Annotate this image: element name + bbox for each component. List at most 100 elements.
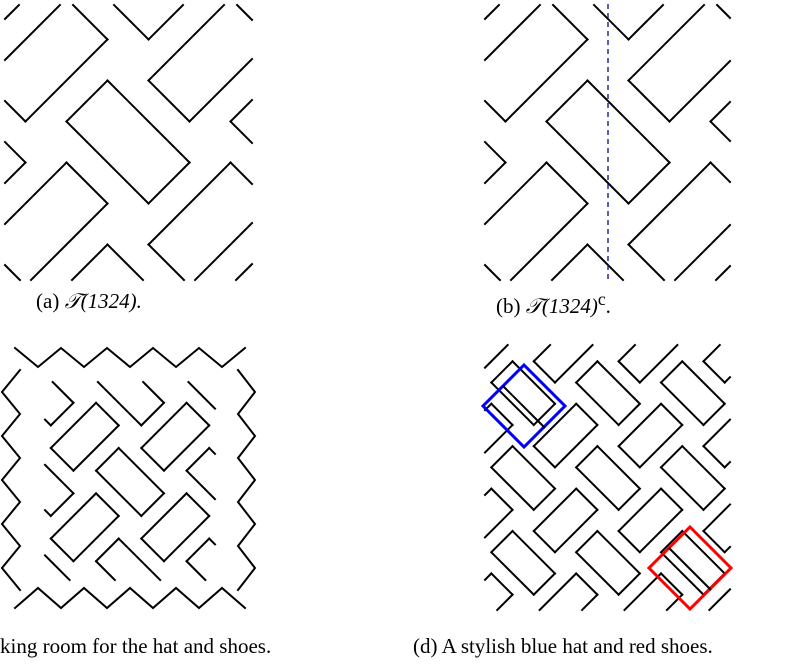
tiling-edge (65, 120, 150, 205)
tiling-edge (702, 487, 727, 512)
tiling-edge (627, 79, 671, 123)
caption-b-sup: c (597, 289, 606, 309)
tiling-edge (723, 375, 732, 384)
tiling-edge (71, 3, 109, 41)
tiling-edge (627, 161, 712, 246)
tiling-edge (489, 572, 514, 597)
tiling-edge (511, 359, 557, 406)
tiling-edge (673, 223, 732, 282)
tiling-edge (117, 537, 162, 582)
tiling-edge (617, 487, 642, 512)
tiling-edge (3, 3, 62, 62)
tiling-edge (185, 401, 211, 427)
zigzag-bottom-border (13, 586, 247, 610)
tiling-edge (483, 487, 493, 497)
tiling-edge (623, 572, 663, 612)
blue-hat (480, 362, 568, 450)
tiling-edge (483, 343, 510, 370)
tiling-edge (139, 401, 166, 427)
tiling-edge (574, 359, 599, 384)
tiling-edge (207, 537, 217, 546)
tiling-edge (483, 572, 493, 582)
tiling-edge (49, 446, 75, 473)
tiling-edge (680, 444, 727, 491)
tiling-edge (532, 487, 557, 512)
tiling-edge (659, 359, 684, 384)
tiling-edge (94, 559, 117, 582)
tiling-edge (617, 572, 642, 597)
tiling-edge (94, 537, 121, 563)
tiling-edge (574, 529, 599, 554)
tiling-edge (617, 487, 663, 533)
tiling-edge (638, 423, 684, 469)
zigzag-top-border (13, 346, 247, 369)
tiling-edge (723, 545, 732, 554)
tiling-edge (617, 444, 642, 469)
tiling-edge (495, 593, 514, 612)
tiling-edge (709, 161, 732, 184)
tiling-edge (532, 359, 557, 384)
tiling-edge (483, 263, 502, 282)
tiling-edge (532, 529, 557, 554)
tiling-edge (207, 446, 217, 456)
tiling-edge (43, 553, 72, 582)
tiling-edge (595, 359, 642, 406)
tiling-edge (483, 3, 542, 62)
tiling-edge (51, 380, 75, 405)
tiling-edge (553, 508, 599, 554)
tiling-edge (3, 3, 21, 21)
tiling-edge (680, 529, 727, 575)
tiling-edge (139, 401, 188, 450)
tiling-edge (188, 57, 254, 123)
tiling-edge (707, 587, 732, 612)
tiling-edge (147, 161, 232, 246)
tiling-edge (702, 359, 727, 384)
tiling-edge (229, 161, 254, 186)
tiling-edge (659, 487, 684, 512)
tiling-edge (580, 593, 599, 612)
tiling-edge (532, 572, 557, 597)
tiling-edge (229, 120, 254, 145)
tiling-edge (532, 444, 557, 469)
panel-b-tiling (483, 3, 732, 282)
tiling-edge (511, 444, 557, 491)
tiling-edge (49, 491, 75, 518)
tiling-edge (139, 446, 166, 473)
tiling-edge (659, 465, 705, 512)
tiling-edge (94, 491, 121, 518)
tiling-edge (595, 529, 642, 575)
tiling-edge (551, 3, 589, 41)
tiling-edge (65, 161, 109, 205)
tiling-edge (49, 401, 98, 450)
panel-d-tiling (483, 343, 732, 612)
tiling-edge (147, 161, 191, 205)
tiling-edge (638, 343, 679, 384)
tiling-edge (3, 99, 27, 123)
tiling-edge (70, 243, 109, 282)
tiling-edge (702, 343, 722, 363)
tiling-edge (3, 263, 22, 282)
tiling-edge (147, 79, 191, 123)
tiling-edge (532, 402, 557, 427)
tiling-edge (65, 79, 109, 123)
tiling-edge (702, 529, 727, 554)
tiling-edge (715, 3, 732, 20)
tiling-edge (586, 243, 625, 282)
tiling-edge (43, 463, 75, 495)
tiling-edge (702, 418, 732, 448)
tiling-edge (574, 465, 621, 512)
tiling-edge (532, 343, 552, 363)
tiling-edge (702, 402, 727, 427)
tiling-edge (532, 487, 578, 533)
tiling-edge (139, 537, 166, 563)
tiling-edge (659, 550, 705, 597)
tiling-edge (617, 529, 642, 554)
caption-a: (a) 𝒯(1324). (36, 289, 142, 314)
tiling-edge (43, 508, 53, 518)
tiling-edge (680, 359, 727, 406)
caption-a-expr: 𝒯(1324). (64, 289, 142, 313)
tiling-edge (553, 423, 599, 469)
zigzag-left-border (0, 368, 22, 592)
tiling-edge (139, 491, 166, 518)
tiling-edge (147, 3, 226, 82)
